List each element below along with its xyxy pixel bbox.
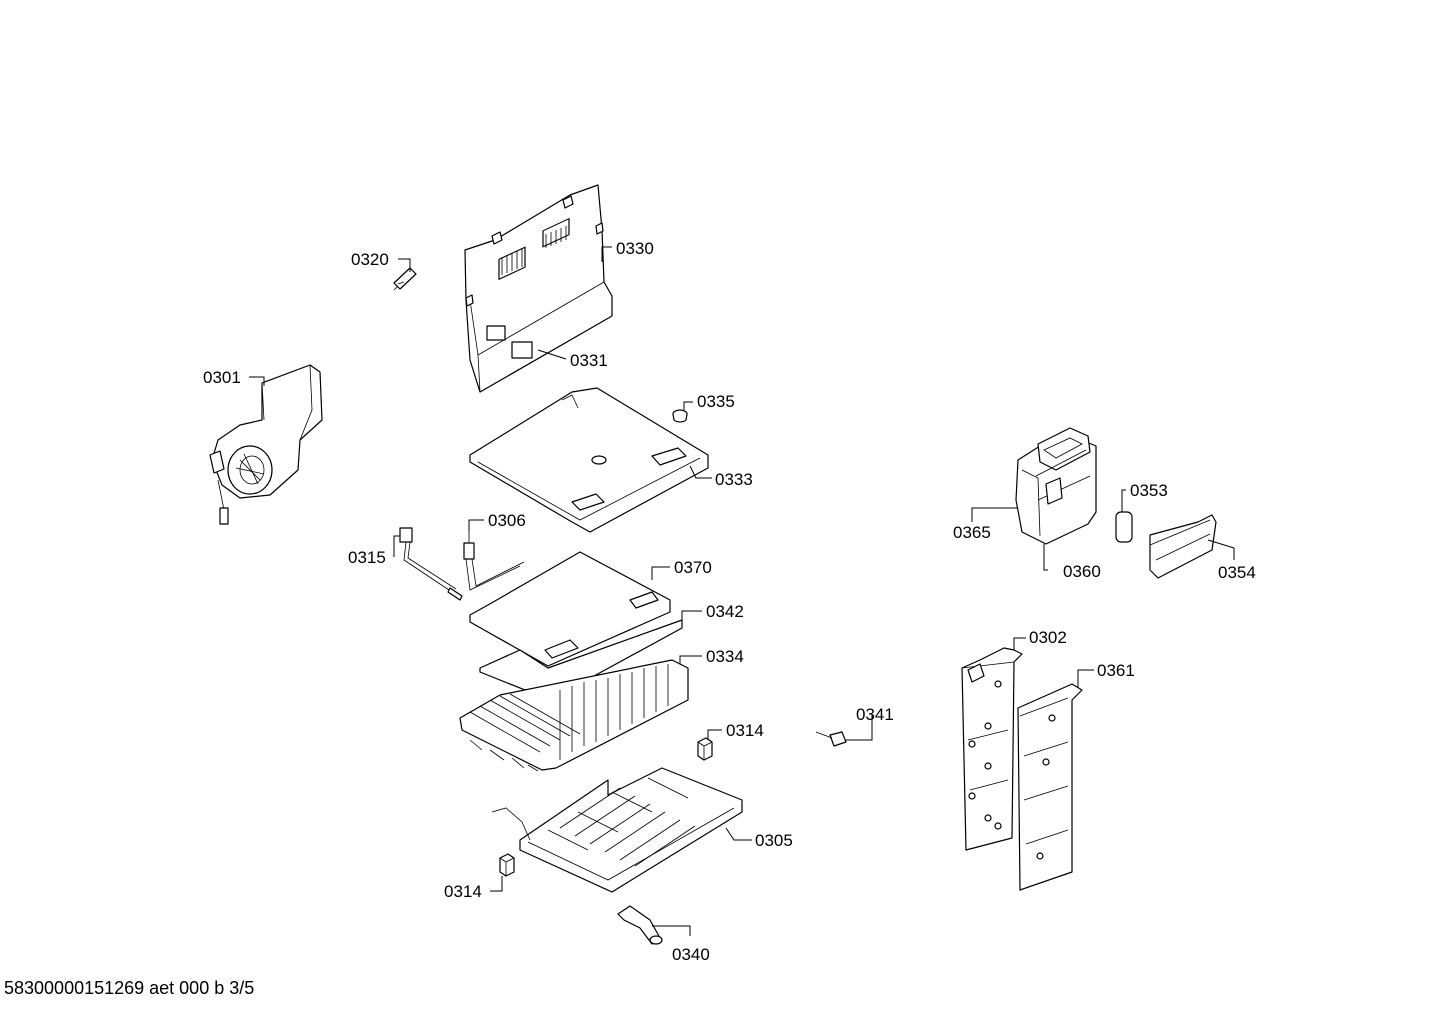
label-0302: 0302: [1029, 628, 1067, 647]
part-0353-filter: [1115, 511, 1133, 543]
part-0342-insulation: [479, 619, 683, 701]
label-0370: 0370: [674, 558, 712, 577]
part-0305-drip-tray: [491, 767, 743, 893]
part-0315-cable: [399, 527, 463, 601]
part-0341-sensor: [815, 731, 847, 747]
label-0353: 0353: [1130, 481, 1168, 500]
label-0342: 0342: [706, 602, 744, 621]
label-0360: 0360: [1063, 562, 1101, 581]
part-0361-panel: [1017, 683, 1083, 891]
document-id: 58300000151269 aet 000 b 3/5: [4, 978, 255, 998]
label-0331: 0331: [570, 351, 608, 370]
label-0305: 0305: [755, 831, 793, 850]
part-0302-panel: [961, 647, 1023, 851]
label-0354: 0354: [1218, 563, 1256, 582]
part-0340-drain-hose: [617, 905, 663, 945]
part-0314-clip-upper: [697, 737, 713, 761]
label-0340: 0340: [672, 945, 710, 964]
leader-lines: [249, 246, 1235, 936]
label-0306: 0306: [488, 511, 526, 530]
part-0334-evaporator: [459, 659, 689, 772]
label-0314-lower: 0314: [444, 882, 482, 901]
part-labels: 0301 0320 0330 0331 0335 0333 0306 0315 …: [203, 239, 1256, 964]
label-0314-upper: 0314: [726, 721, 764, 740]
part-0314-clip-lower: [499, 853, 515, 877]
part-0333-plate: [469, 387, 709, 533]
part-0306-sensor: [463, 530, 525, 591]
label-0315: 0315: [348, 548, 386, 567]
label-0333: 0333: [715, 470, 753, 489]
label-0335: 0335: [697, 392, 735, 411]
label-0334: 0334: [706, 647, 744, 666]
label-0361: 0361: [1097, 661, 1135, 680]
label-0330: 0330: [616, 239, 654, 258]
label-0301: 0301: [203, 368, 241, 387]
part-0360-fan-module: [1015, 427, 1097, 545]
label-0365: 0365: [953, 523, 991, 542]
part-0354-bracket: [1149, 514, 1217, 579]
part-0370-cover: [469, 551, 671, 667]
part-0301-fan-housing: [209, 364, 323, 525]
label-0320: 0320: [351, 250, 389, 269]
label-0341: 0341: [856, 705, 894, 724]
part-0320-clip: [393, 267, 417, 291]
part-0335-cap: [672, 409, 688, 423]
part-0330-rear-panel: [464, 184, 613, 393]
